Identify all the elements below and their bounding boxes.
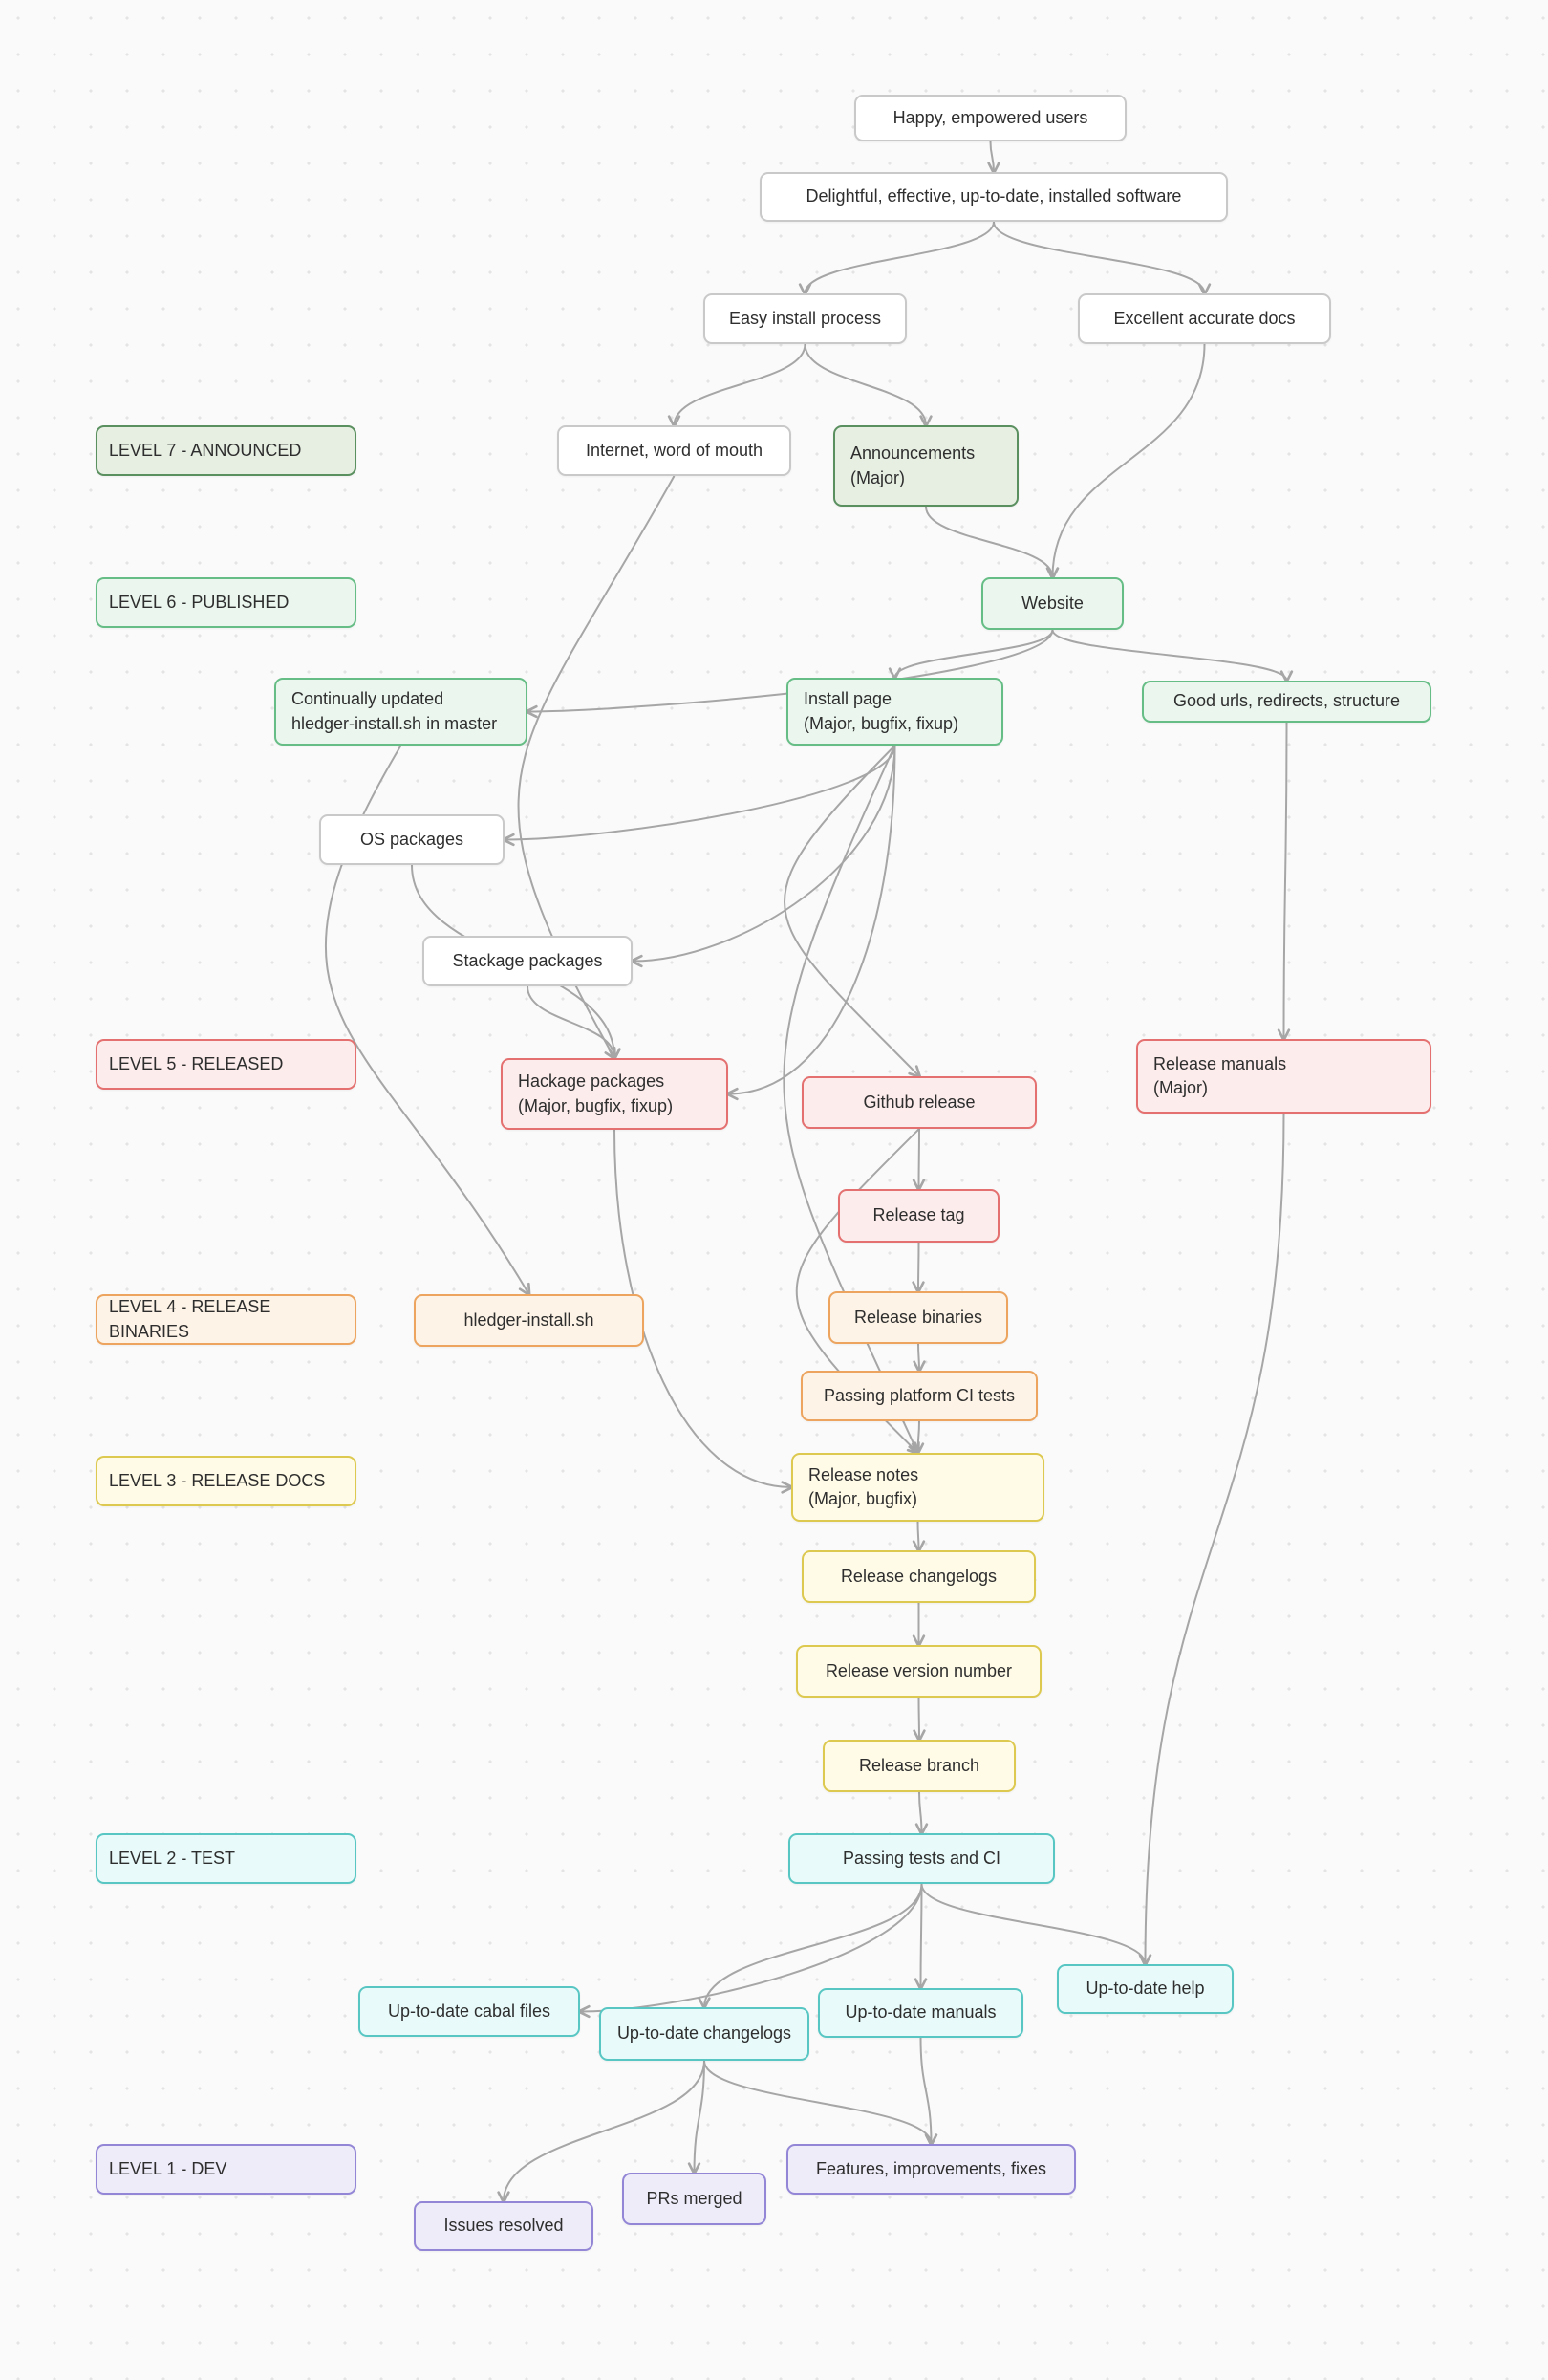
node-excellent-accurate-docs: Excellent accurate docs (1078, 293, 1331, 344)
node-hackage-packages: Hackage packages (Major, bugfix, fixup) (501, 1058, 728, 1130)
node-stackage-packages: Stackage packages (422, 936, 633, 986)
node-easy-install-process: Easy install process (703, 293, 907, 344)
level-label-2: LEVEL 2 - TEST (96, 1833, 356, 1884)
node-announcements: Announcements (Major) (833, 425, 1019, 507)
level-label-1: LEVEL 1 - DEV (96, 2144, 356, 2195)
node-release-tag: Release tag (838, 1189, 1000, 1243)
node-release-changelogs: Release changelogs (802, 1550, 1036, 1603)
node-release-manuals: Release manuals (Major) (1136, 1039, 1431, 1114)
node-release-version-number: Release version number (796, 1645, 1042, 1698)
node-os-packages: OS packages (319, 814, 505, 865)
node-passing-platform-ci-tests: Passing platform CI tests (801, 1371, 1038, 1421)
node-install-page: Install page (Major, bugfix, fixup) (786, 678, 1003, 746)
node-passing-tests-and-ci: Passing tests and CI (788, 1833, 1055, 1884)
node-features-improvements-fixes: Features, improvements, fixes (786, 2144, 1076, 2195)
node-release-notes: Release notes (Major, bugfix) (791, 1453, 1044, 1522)
node-website: Website (981, 577, 1124, 630)
node-continually-updated-hledger-install: Continually updated hledger-install.sh i… (274, 678, 527, 746)
node-up-to-date-changelogs: Up-to-date changelogs (599, 2007, 809, 2061)
level-label-5: LEVEL 5 - RELEASED (96, 1039, 356, 1090)
node-issues-resolved: Issues resolved (414, 2201, 593, 2251)
level-label-4: LEVEL 4 - RELEASE BINARIES (96, 1294, 356, 1345)
node-release-binaries: Release binaries (828, 1291, 1008, 1344)
node-delightful-installed-software: Delightful, effective, up-to-date, insta… (760, 172, 1228, 222)
node-release-branch: Release branch (823, 1740, 1016, 1792)
node-up-to-date-cabal-files: Up-to-date cabal files (358, 1986, 580, 2037)
level-label-7: LEVEL 7 - ANNOUNCED (96, 425, 356, 476)
node-happy-empowered-users: Happy, empowered users (854, 95, 1127, 141)
level-label-3: LEVEL 3 - RELEASE DOCS (96, 1456, 356, 1506)
node-internet-word-of-mouth: Internet, word of mouth (557, 425, 791, 476)
node-up-to-date-help: Up-to-date help (1057, 1964, 1234, 2014)
node-prs-merged: PRs merged (622, 2173, 766, 2225)
node-up-to-date-manuals: Up-to-date manuals (818, 1988, 1023, 2038)
level-label-6: LEVEL 6 - PUBLISHED (96, 577, 356, 628)
node-github-release: Github release (802, 1076, 1037, 1129)
node-hledger-install-sh: hledger-install.sh (414, 1294, 644, 1347)
node-good-urls-redirects-structure: Good urls, redirects, structure (1142, 681, 1431, 723)
